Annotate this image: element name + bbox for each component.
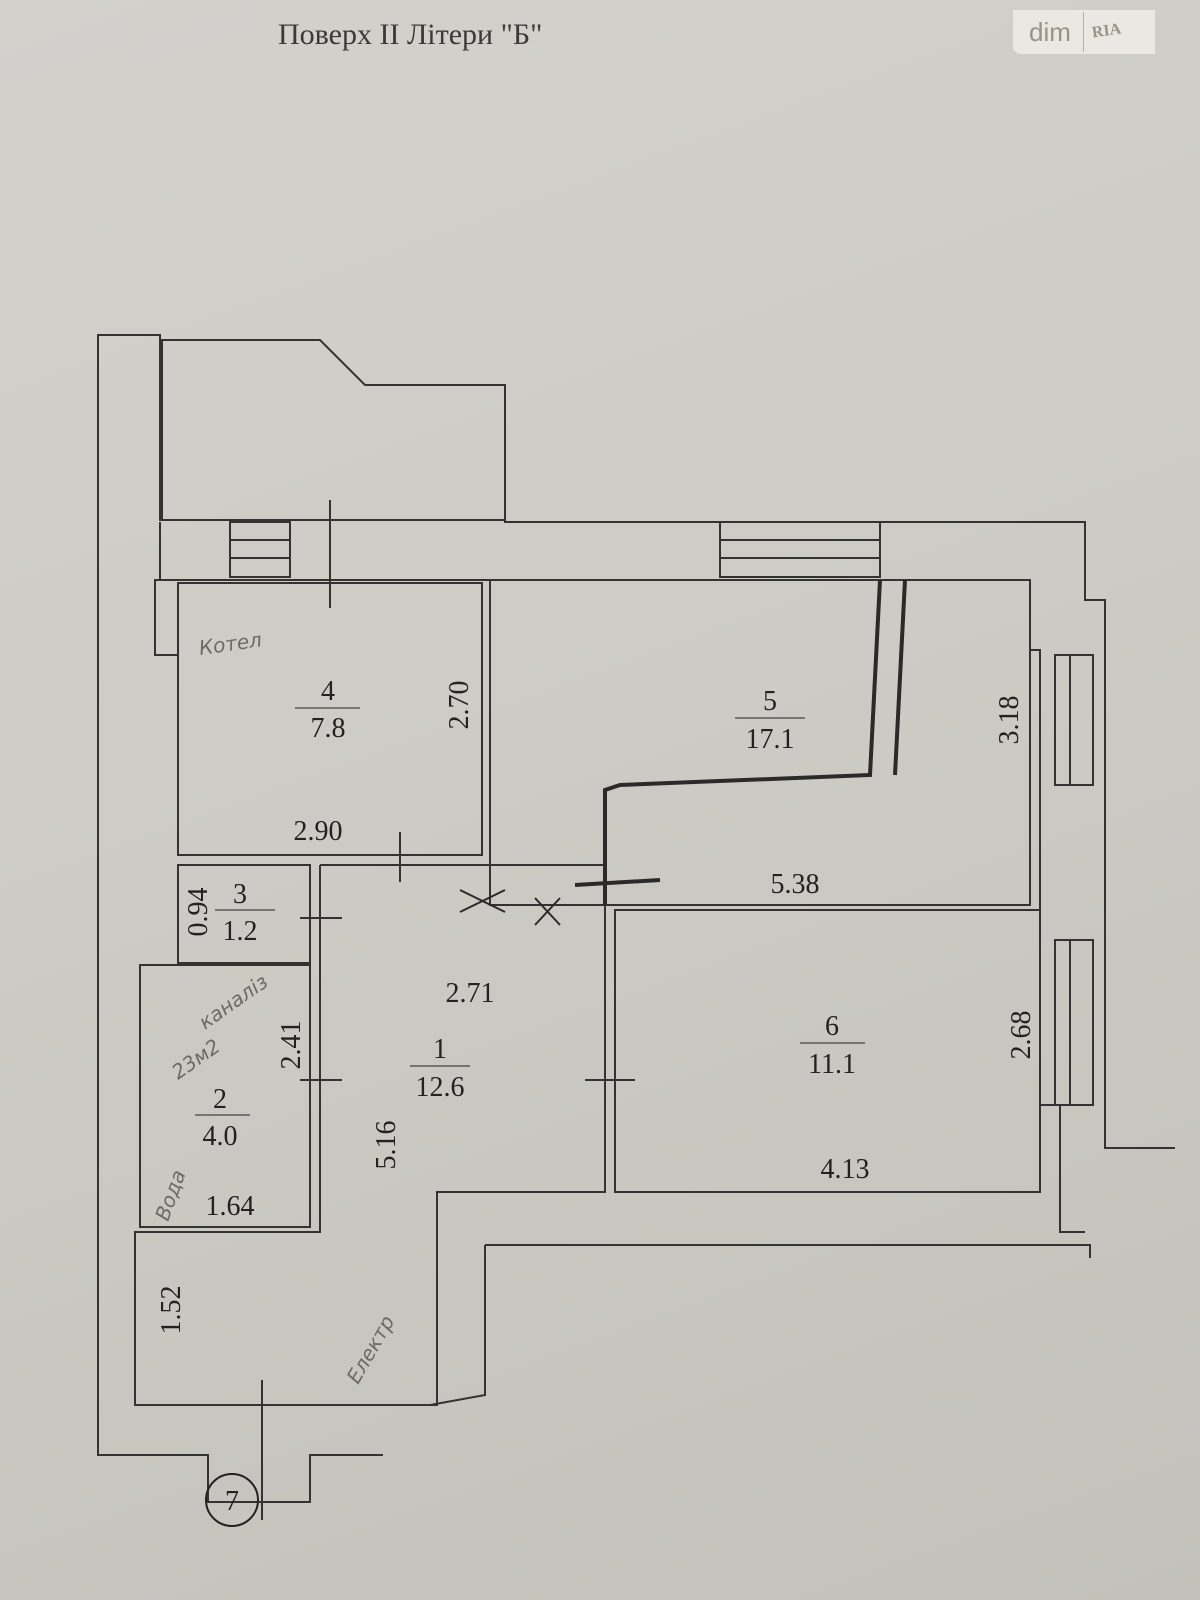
svg-text:3.18: 3.18 <box>994 696 1025 745</box>
svg-text:4.13: 4.13 <box>821 1154 870 1185</box>
svg-text:2.70: 2.70 <box>444 681 475 730</box>
svg-text:5.38: 5.38 <box>771 869 820 900</box>
svg-text:11.1: 11.1 <box>808 1049 856 1080</box>
svg-text:2.41: 2.41 <box>276 1021 307 1070</box>
svg-text:0.94: 0.94 <box>183 888 214 937</box>
svg-text:5: 5 <box>763 686 777 717</box>
svg-text:2.68: 2.68 <box>1006 1011 1037 1060</box>
svg-text:7.8: 7.8 <box>311 713 346 744</box>
svg-text:3: 3 <box>233 879 247 910</box>
svg-text:2.90: 2.90 <box>294 816 343 847</box>
room-6-label: 6 11.1 <box>800 1011 865 1080</box>
room-1-label: 1 12.6 <box>410 1034 470 1103</box>
room-4-label: 4 7.8 <box>295 676 360 744</box>
svg-text:5.16: 5.16 <box>371 1121 402 1170</box>
svg-text:7: 7 <box>225 1486 239 1517</box>
marker-7: 7 <box>205 1473 259 1527</box>
pen-marks <box>459 579 907 926</box>
svg-text:Котел: Котел <box>197 627 263 660</box>
svg-text:1.52: 1.52 <box>156 1286 187 1335</box>
room-5-label: 5 17.1 <box>735 686 805 755</box>
svg-text:17.1: 17.1 <box>746 724 795 755</box>
dimria-logo: dim RIA <box>1013 10 1155 54</box>
logo-brand: dim <box>1013 12 1084 52</box>
room-3-label: 3 1.2 <box>215 879 275 947</box>
svg-text:1: 1 <box>433 1034 447 1065</box>
svg-text:4.0: 4.0 <box>203 1121 238 1152</box>
walls <box>97 334 1175 1520</box>
page-title: Поверх II Літери "Б" <box>278 18 543 51</box>
svg-text:23м2: 23м2 <box>167 1034 224 1084</box>
svg-text:2: 2 <box>213 1084 227 1115</box>
svg-text:Вода: Вода <box>150 1167 190 1224</box>
handwritten-notes: Котел каналіз 23м2 Вода Електр <box>150 627 399 1387</box>
svg-text:12.6: 12.6 <box>416 1072 465 1103</box>
svg-text:1.64: 1.64 <box>206 1191 255 1222</box>
svg-text:Електр: Електр <box>342 1311 400 1387</box>
svg-text:каналіз: каналіз <box>194 969 272 1034</box>
svg-text:4: 4 <box>321 676 335 707</box>
svg-text:6: 6 <box>825 1011 839 1042</box>
dimension-labels: 2.90 2.70 5.38 3.18 0.94 2.71 2.41 5.16 … <box>156 681 1037 1335</box>
svg-text:1.2: 1.2 <box>223 916 258 947</box>
room-2-label: 2 4.0 <box>195 1084 250 1152</box>
svg-text:2.71: 2.71 <box>446 978 495 1009</box>
